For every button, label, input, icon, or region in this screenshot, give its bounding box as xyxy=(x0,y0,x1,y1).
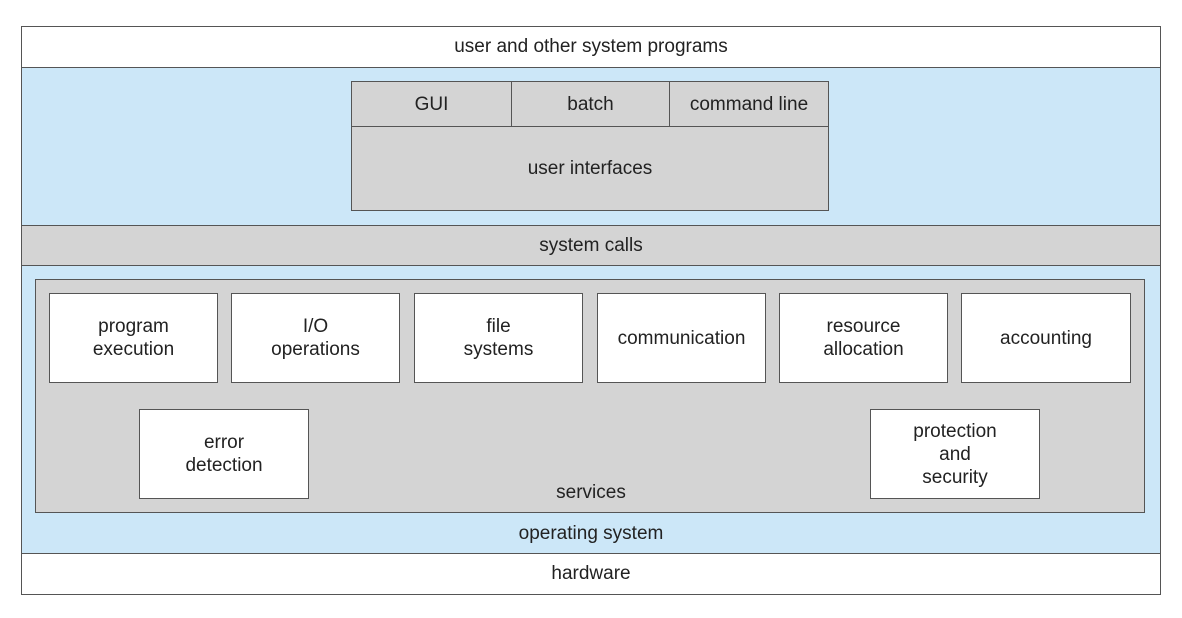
service-file-systems: file systems xyxy=(414,293,583,383)
service-accounting: accounting xyxy=(961,293,1131,383)
service-label: program execution xyxy=(92,316,175,360)
service-label: communication xyxy=(617,327,746,349)
service-label: I/O operations xyxy=(271,316,360,360)
service-program-execution: program execution xyxy=(49,293,218,383)
service-label: file systems xyxy=(463,316,534,360)
service-resource-allocation: resource allocation xyxy=(779,293,948,383)
user-programs-label: user and other system programs xyxy=(454,36,728,57)
operating-system-label: operating system xyxy=(518,523,664,544)
services-label: services xyxy=(556,482,626,503)
ui-batch-label: batch xyxy=(567,93,614,115)
user-programs-layer: user and other system programs xyxy=(21,26,1161,68)
service-label: resource allocation xyxy=(823,316,904,360)
hardware-label: hardware xyxy=(551,563,631,584)
ui-command-line-cell: command line xyxy=(669,81,829,127)
ui-gui-label: GUI xyxy=(414,93,449,115)
ui-command-line-label: command line xyxy=(689,93,809,115)
service-error-detection: error detection xyxy=(139,409,309,499)
hardware-layer: hardware xyxy=(21,553,1161,595)
system-calls-label: system calls xyxy=(539,234,643,256)
service-communication: communication xyxy=(597,293,766,383)
user-interfaces-label: user interfaces xyxy=(527,158,653,179)
ui-gui-cell: GUI xyxy=(351,81,512,127)
system-calls-layer: system calls xyxy=(21,225,1161,266)
service-protection-and-security: protection and security xyxy=(870,409,1040,499)
service-label: protection and security xyxy=(913,420,997,488)
ui-batch-cell: batch xyxy=(511,81,670,127)
service-label: accounting xyxy=(1000,327,1092,349)
service-io-operations: I/O operations xyxy=(231,293,400,383)
service-label: error detection xyxy=(185,432,263,476)
